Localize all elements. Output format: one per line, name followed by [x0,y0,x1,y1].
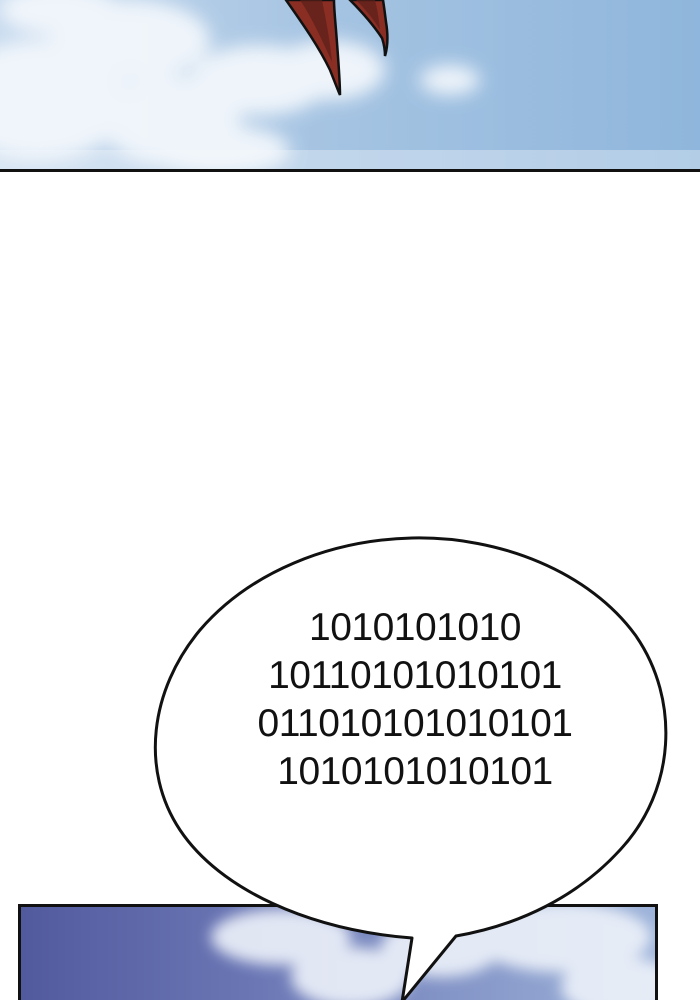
bubble-line-4: 1010101010101 [277,750,553,793]
top-sky-panel [0,0,700,172]
bubble-line-2: 10110101010101 [268,654,562,697]
bubble-line-3: 011010101010101 [257,702,573,745]
speech-bubble-text: 1010101010 10110101010101 01101010101010… [190,604,640,894]
cape-tips-icon [284,0,389,96]
sky-illustration [0,0,700,169]
bottom-sky-panel [18,904,658,1000]
sky-illustration-bottom [21,907,655,1000]
cloud-icon [0,0,480,169]
bubble-line-1: 1010101010 [309,606,521,649]
